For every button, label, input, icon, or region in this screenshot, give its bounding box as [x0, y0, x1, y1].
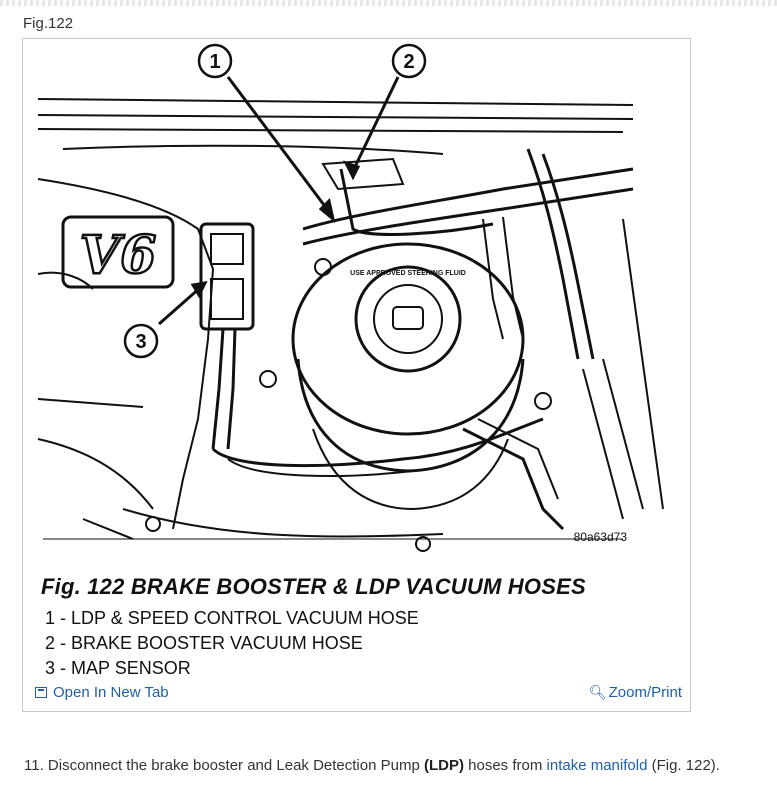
cap-text: USE APPROVED STEERING FLUID [350, 270, 466, 277]
open-new-tab-label: Open In New Tab [53, 684, 169, 701]
image-code: 80a63d73 [574, 530, 628, 544]
figure-actions: Open In New Tab 🔍︎Zoom/Print [35, 684, 682, 706]
new-tab-icon [35, 687, 47, 698]
legend-item: 2 - BRAKE BOOSTER VACUUM HOSE [45, 633, 363, 653]
engine-badge: V6 [80, 225, 157, 286]
open-new-tab-link[interactable]: Open In New Tab [35, 684, 169, 701]
top-divider [0, 0, 777, 6]
instruction-step: 11. Disconnect the brake booster and Lea… [24, 757, 720, 774]
callout-1: 1 [209, 51, 220, 73]
step-bold: (LDP) [423, 757, 464, 774]
intake-manifold-link[interactable]: intake manifold [546, 757, 648, 774]
step-number: 11. [24, 757, 44, 774]
figure-legend: 1 - LDP & SPEED CONTROL VACUUM HOSE 2 - … [45, 606, 419, 681]
step-text-before: Disconnect the brake booster and Leak De… [43, 757, 424, 774]
legend-item: 3 - MAP SENSOR [45, 658, 191, 678]
magnifier-icon: 🔍︎ [588, 684, 607, 700]
callout-3: 3 [135, 331, 146, 353]
step-text-middle: hoses from [463, 757, 547, 774]
callout-2: 2 [403, 51, 414, 73]
figure-label: Fig.122 [23, 15, 74, 32]
step-text-after: (Fig. 122). [647, 757, 720, 774]
zoom-print-link[interactable]: 🔍︎Zoom/Print [589, 684, 682, 701]
figure-panel: 1 2 3 V6 USE APPROVED STEERING FLUID 80a… [22, 38, 691, 712]
figure-title: Fig. 122 BRAKE BOOSTER & LDP VACUUM HOSE… [41, 574, 586, 599]
legend-item: 1 - LDP & SPEED CONTROL VACUUM HOSE [45, 608, 419, 628]
engine-diagram: 1 2 3 V6 USE APPROVED STEERING FLUID 80a… [37, 43, 664, 552]
zoom-print-label: Zoom/Print [608, 684, 682, 701]
